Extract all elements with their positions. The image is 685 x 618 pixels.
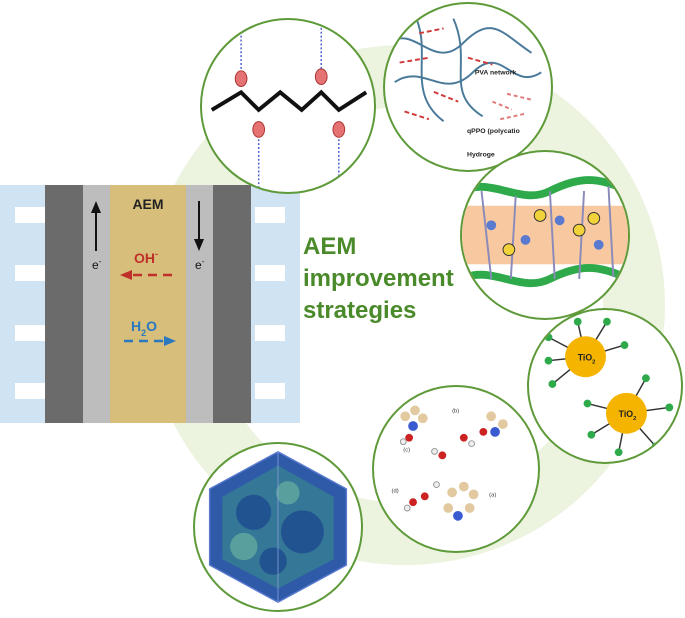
polymer-cluster [276,481,299,504]
cation-group [315,69,327,85]
left-electrode [45,185,83,423]
water-cluster [281,510,324,553]
network-drawing: PVA network qPPO (polycatio Hydroge [385,4,551,170]
circle-molecular-simulation: (b) (c) (d) (a) [372,385,540,553]
bottom-polymer-layer [462,268,628,283]
cation-group [235,71,247,87]
panel-label-d: (d) [392,488,399,494]
polymer-cluster [230,533,257,560]
panel-label-a: (a) [489,492,496,498]
flow-channel [15,325,45,341]
layered-drawing [462,152,628,318]
circle-simulation-box [193,442,363,612]
circle-layered-membrane [460,150,630,320]
hydroxide-label: OH- [134,249,158,266]
water-cluster [236,495,271,530]
nanoparticle-drawing: TiO2 TiO2 [529,310,681,462]
flow-channel [15,383,45,399]
flow-channel [15,207,45,223]
cation [573,224,585,236]
circle-polymer-backbone [200,18,376,194]
cell-schematic: AEM e- e- OH- H2O [0,185,300,423]
water-cluster [259,548,286,575]
title-line-1: AEM [303,231,454,263]
flow-channel [255,265,285,281]
membrane [110,185,186,423]
polymer-backbone [212,92,366,110]
molecule-cluster [400,406,507,521]
central-title: AEM improvement strategies [303,231,454,327]
anion [555,215,565,225]
circle-pva-network: PVA network qPPO (polycatio Hydroge [383,2,553,172]
flow-channel [255,207,285,223]
backbone-drawing [202,20,374,192]
title-line-3: strategies [303,295,454,327]
simulation-box-drawing [195,444,361,610]
panel-label-c: (c) [403,447,410,453]
label-qppo: qPPO (polycatio [467,128,520,135]
network-strand [395,63,541,84]
tio2-particle-a: TiO2 [545,318,629,388]
anion [486,220,496,230]
anion [521,235,531,245]
panel-label-b: (b) [452,408,459,414]
cation [534,210,546,222]
flow-channel [255,383,285,399]
cation-group [253,122,265,138]
right-electrode [213,185,251,423]
membrane-label: AEM [132,196,163,212]
circle-tio2-nanoparticles: TiO2 TiO2 [527,308,683,464]
title-line-2: improvement [303,263,454,295]
label-pva-network: PVA network [475,69,517,76]
cell-drawing: AEM e- e- OH- H2O [0,185,300,423]
anion [594,240,604,250]
cation [503,244,515,256]
cation-group [333,122,345,138]
simulation-drawing: (b) (c) (d) (a) [374,387,538,551]
cation [588,213,600,225]
tio2-particle-b: TiO2 [584,374,674,456]
flow-channel [15,265,45,281]
polycation-strands [492,94,531,119]
flow-channel [255,325,285,341]
top-polymer-layer [462,180,628,195]
